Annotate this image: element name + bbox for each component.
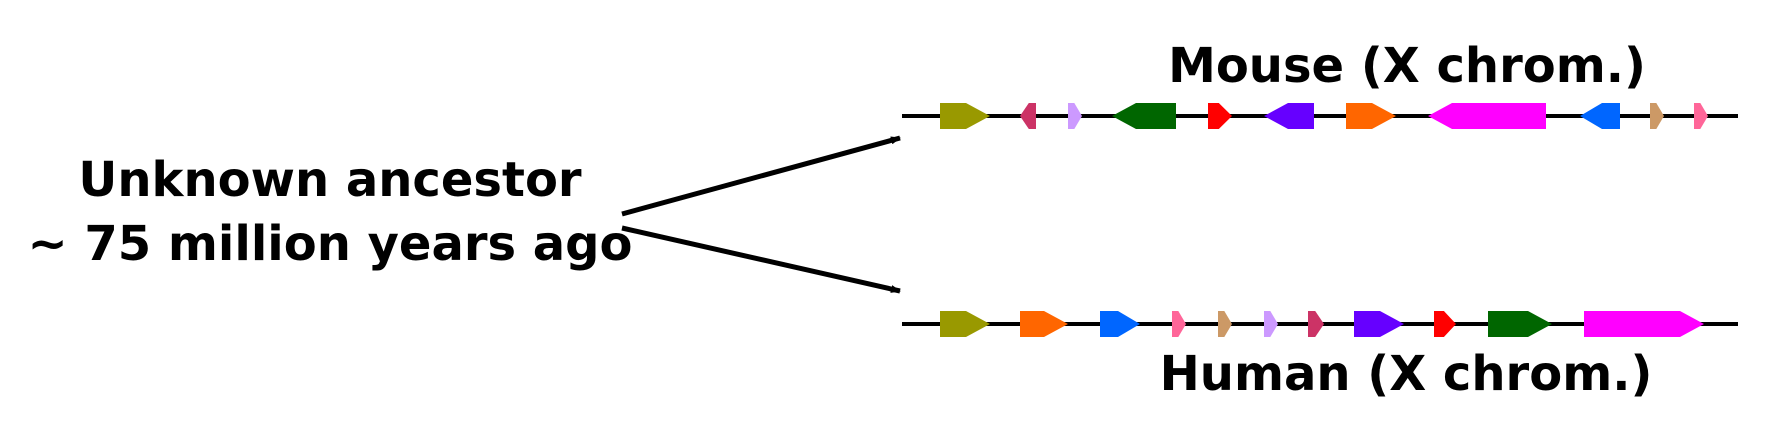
human-gene-arrow-8 (1354, 311, 1404, 337)
mouse-gene-arrow-1 (940, 103, 990, 129)
arrow-to-mouse (621, 135, 901, 217)
mouse-gene-arrow-11 (1694, 103, 1708, 129)
human-gene-arrow-11 (1584, 311, 1704, 337)
human-gene-arrow-1 (940, 311, 990, 337)
ancestor-label-line2: ~ 75 million years ago (27, 216, 632, 272)
mouse-gene-track (940, 103, 1708, 129)
human-gene-arrow-4 (1172, 311, 1186, 337)
arrow-to-human (621, 225, 901, 294)
human-gene-arrow-10 (1488, 311, 1552, 337)
mouse-gene-arrow-3 (1068, 103, 1082, 129)
mouse-gene-arrow-8 (1428, 103, 1546, 129)
mouse-gene-arrow-10 (1650, 103, 1664, 129)
human-gene-arrow-9 (1434, 311, 1456, 337)
mouse-gene-arrow-7 (1346, 103, 1396, 129)
mouse-gene-arrow-9 (1580, 103, 1620, 129)
human-gene-arrow-5 (1218, 311, 1232, 337)
mouse-gene-arrow-2 (1020, 103, 1036, 129)
mouse-gene-arrow-6 (1264, 103, 1314, 129)
human-gene-arrow-6 (1264, 311, 1278, 337)
human-gene-arrow-7 (1308, 311, 1324, 337)
human-gene-track (940, 311, 1704, 337)
mouse-label: Mouse (X chrom.) (1168, 38, 1646, 94)
mouse-gene-arrow-5 (1208, 103, 1232, 129)
human-label: Human (X chrom.) (1160, 346, 1653, 402)
mouse-gene-arrow-4 (1112, 103, 1176, 129)
human-gene-arrow-2 (1020, 311, 1068, 337)
ancestor-label-line1: Unknown ancestor (78, 152, 582, 208)
human-gene-arrow-3 (1100, 311, 1140, 337)
